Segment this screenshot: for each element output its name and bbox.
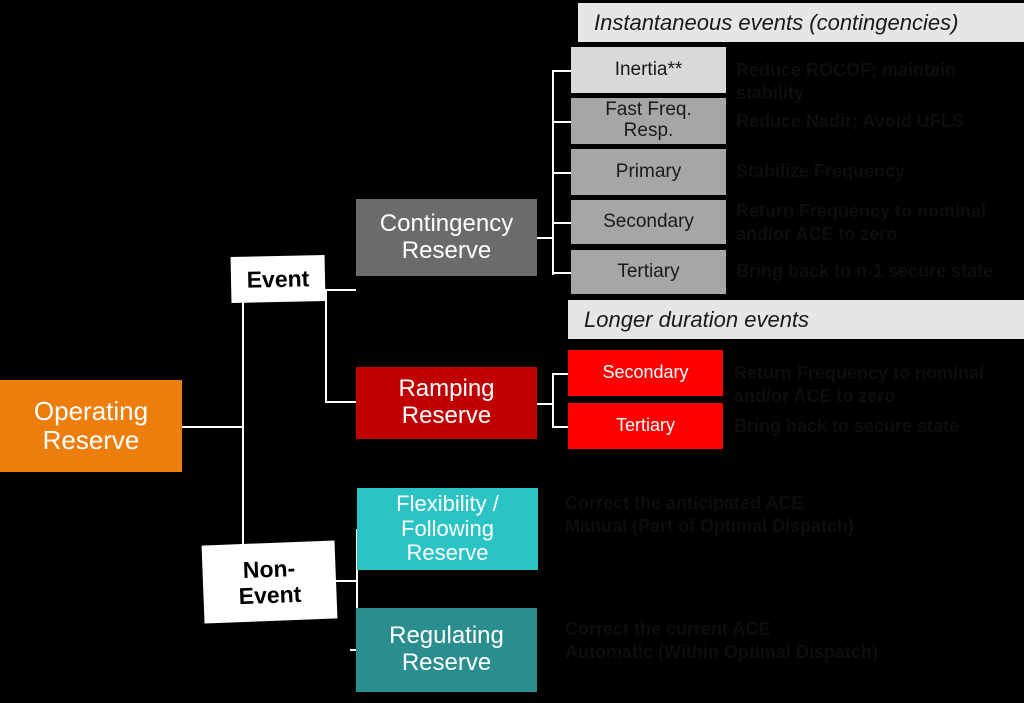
- contingency-reserve-label: Contingency Reserve: [379, 209, 514, 264]
- purpose-primary: Stabilize Frequency: [736, 161, 906, 181]
- connector-event-down: [242, 426, 244, 581]
- service-chip-secondary-longer-label: Secondary: [602, 362, 689, 383]
- connector-ramping-to-trunk: [537, 403, 554, 405]
- service-chip-primary-label: Primary: [615, 160, 682, 182]
- section-header-longer-duration: Longer duration events: [568, 300, 1024, 339]
- connector-chip-primary: [552, 172, 572, 174]
- section-header-instantaneous: Instantaneous events (contingencies): [578, 3, 1024, 42]
- connector-chip-ffr: [552, 121, 572, 123]
- connector-contingency-to-trunk: [537, 237, 554, 239]
- contingency-reserve-box[interactable]: Contingency Reserve: [356, 199, 537, 276]
- purpose-secondary-longer: Return Frequency to nominal and/or ACE t…: [734, 363, 985, 407]
- connector-chip-tertiary2: [552, 426, 570, 428]
- service-chip-secondary-longer[interactable]: Secondary: [568, 350, 723, 396]
- purpose-tertiary: Bring back to n-1 secure state: [736, 261, 994, 281]
- connector-event-to-ramping: [325, 290, 327, 402]
- regulating-reserve-box[interactable]: Regulating Reserve: [356, 608, 537, 692]
- connector-root-to-event: [182, 426, 242, 428]
- service-chip-inertia[interactable]: Inertia**: [571, 47, 726, 93]
- purpose-regulating: Correct the current ACE Automatic (Withi…: [565, 619, 878, 663]
- purpose-flexibility-following: Correct the anticipated ACE Manual (Part…: [565, 493, 855, 537]
- connector-ramping-trunk: [552, 373, 554, 427]
- event-group-label-text: Event: [246, 265, 310, 293]
- non-event-group-label-text: Non- Event: [238, 554, 302, 610]
- service-chip-tertiary-longer-label: Tertiary: [615, 415, 675, 436]
- service-chip-tertiary-longer[interactable]: Tertiary: [568, 403, 723, 449]
- section-header-longer-duration-label: Longer duration events: [584, 306, 810, 332]
- connector-chip-tertiary: [552, 272, 572, 274]
- connector-ramping-stub: [325, 401, 357, 403]
- service-chip-secondary[interactable]: Secondary: [571, 200, 726, 244]
- service-chip-fast-freq-resp[interactable]: Fast Freq. Resp.: [571, 98, 726, 144]
- event-group-label: Event: [230, 255, 326, 303]
- ramping-reserve-box[interactable]: Ramping Reserve: [356, 367, 537, 439]
- non-event-group-label: Non- Event: [201, 540, 338, 624]
- purpose-tertiary-longer: Bring back to secure state: [734, 416, 960, 436]
- service-chip-secondary-label: Secondary: [603, 210, 694, 232]
- service-chip-tertiary[interactable]: Tertiary: [571, 250, 726, 294]
- connector-reg-stub: [350, 649, 360, 651]
- section-header-instantaneous-label: Instantaneous events (contingencies): [594, 9, 959, 35]
- purpose-secondary: Return Frequency to nominal and/or ACE t…: [736, 201, 987, 245]
- operating-reserve-label: Operating Reserve: [33, 395, 149, 455]
- ramping-reserve-label: Ramping Reserve: [398, 375, 495, 429]
- purpose-inertia: Reduce ROCOF; maintain stability: [736, 60, 957, 104]
- connector-chip-secondary2: [552, 373, 570, 375]
- service-chip-fast-freq-resp-label: Fast Freq. Resp.: [605, 99, 692, 141]
- connector-chip-inertia: [552, 70, 572, 72]
- service-chip-primary[interactable]: Primary: [571, 149, 726, 195]
- service-chip-inertia-label: Inertia**: [614, 58, 683, 80]
- flexibility-following-reserve-box[interactable]: Flexibility / Following Reserve: [357, 488, 538, 570]
- flexibility-following-reserve-label: Flexibility / Following Reserve: [396, 491, 499, 566]
- connector-chip-secondary: [552, 222, 572, 224]
- service-chip-tertiary-label: Tertiary: [617, 260, 680, 282]
- connector-event-up: [242, 290, 244, 428]
- regulating-reserve-label: Regulating Reserve: [389, 622, 504, 676]
- operating-reserve-box[interactable]: Operating Reserve: [0, 380, 182, 472]
- purpose-fast-freq-resp: Reduce Nadir; Avoid UFLS: [736, 111, 964, 131]
